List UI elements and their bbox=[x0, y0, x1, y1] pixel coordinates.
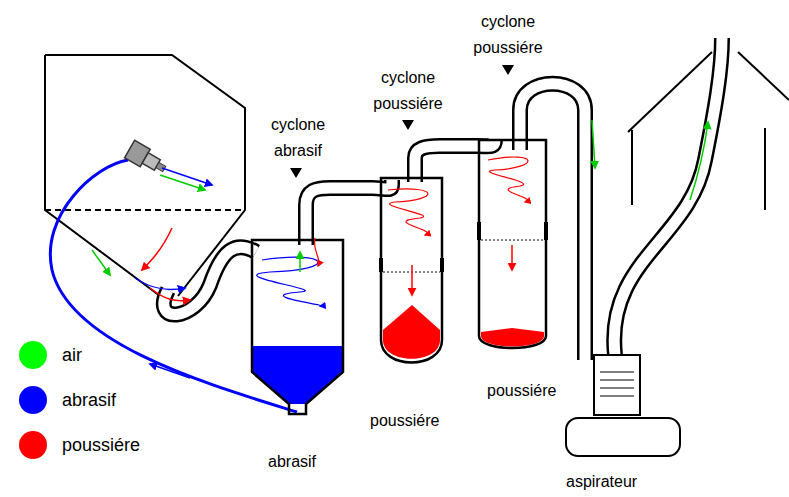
legend-swatch bbox=[19, 386, 47, 414]
legend-swatch bbox=[19, 341, 47, 369]
abrasive-cyclone bbox=[252, 238, 343, 414]
part-label: abrasif bbox=[268, 449, 316, 475]
equipment-label: cyclone abrasif bbox=[262, 112, 334, 164]
equipment-label: cyclone poussiére bbox=[460, 9, 556, 61]
part-label: poussiére bbox=[487, 378, 556, 404]
dust-cyclone bbox=[479, 140, 546, 348]
equipment-label: aspirateur bbox=[566, 469, 637, 495]
legend-text: abrasif bbox=[62, 389, 116, 411]
legend-text: air bbox=[62, 344, 82, 366]
vacuum-unit bbox=[566, 355, 680, 456]
legend-swatch bbox=[19, 431, 47, 459]
dust-cyclone bbox=[381, 178, 442, 363]
equipment-label: cyclone poussiére bbox=[362, 65, 454, 117]
flow-arrow bbox=[150, 364, 190, 378]
blast-nozzle bbox=[125, 140, 170, 177]
legend-text: poussiére bbox=[62, 434, 140, 456]
part-label: poussiére bbox=[370, 408, 439, 434]
flow-arrow bbox=[92, 120, 708, 301]
